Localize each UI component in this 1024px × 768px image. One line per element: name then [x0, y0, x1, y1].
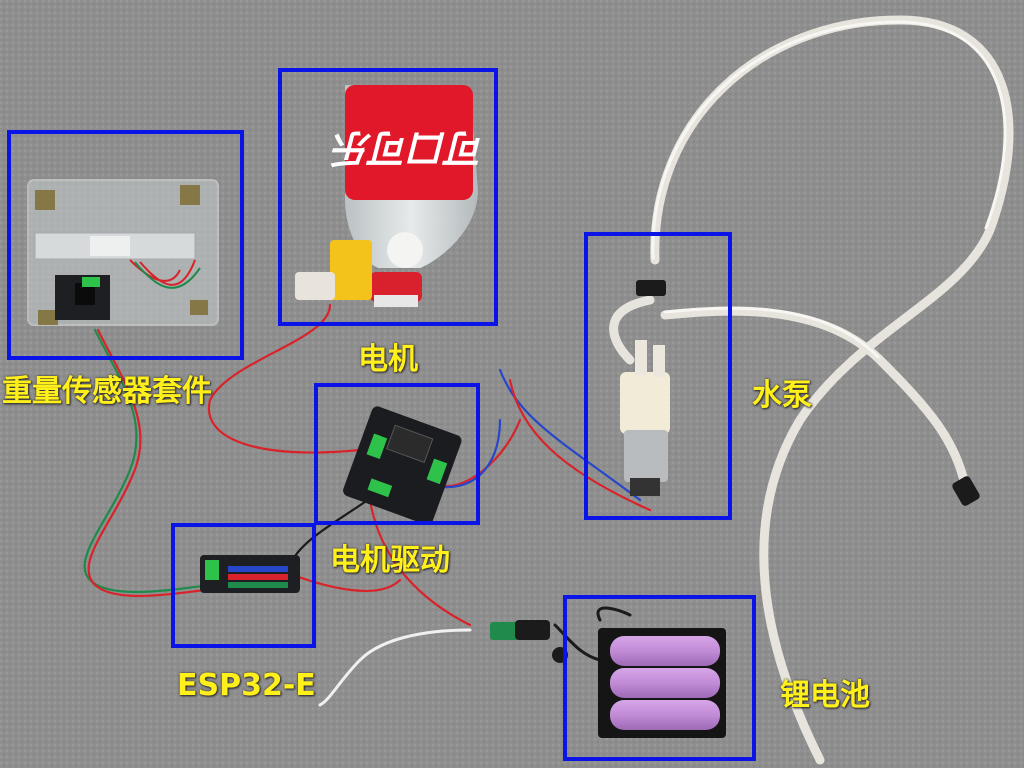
- weight-sensor-kit: [27, 179, 219, 326]
- weight-sensor-label: 重量传感器套件: [2, 374, 212, 409]
- dc-connector: [490, 620, 550, 640]
- pump-box: [584, 232, 732, 520]
- tube-end-cap: [952, 476, 980, 506]
- weight-sensor-box: [7, 130, 244, 360]
- motor-driver-board: [343, 406, 462, 525]
- battery-label: 锂电池: [780, 678, 870, 713]
- bottle-motor: 可口可乐: [295, 85, 486, 307]
- bottle-brand-text: 可口可乐: [330, 126, 486, 171]
- controller-label: ESP32-E: [177, 668, 316, 703]
- tube-highlight: [651, 20, 1007, 359]
- water-pump: [620, 280, 670, 496]
- pump-label: 水泵: [752, 378, 812, 413]
- motor-driver-box: [314, 383, 480, 525]
- battery-pack: [552, 628, 726, 738]
- motor-driver-label: 电机驱动: [330, 543, 450, 578]
- esp32-board: [200, 555, 300, 593]
- motor-box: [278, 68, 498, 326]
- motor-label: 电机: [358, 342, 418, 377]
- controller-box: [171, 523, 316, 648]
- wires: [83, 303, 652, 707]
- battery-box: [563, 595, 756, 761]
